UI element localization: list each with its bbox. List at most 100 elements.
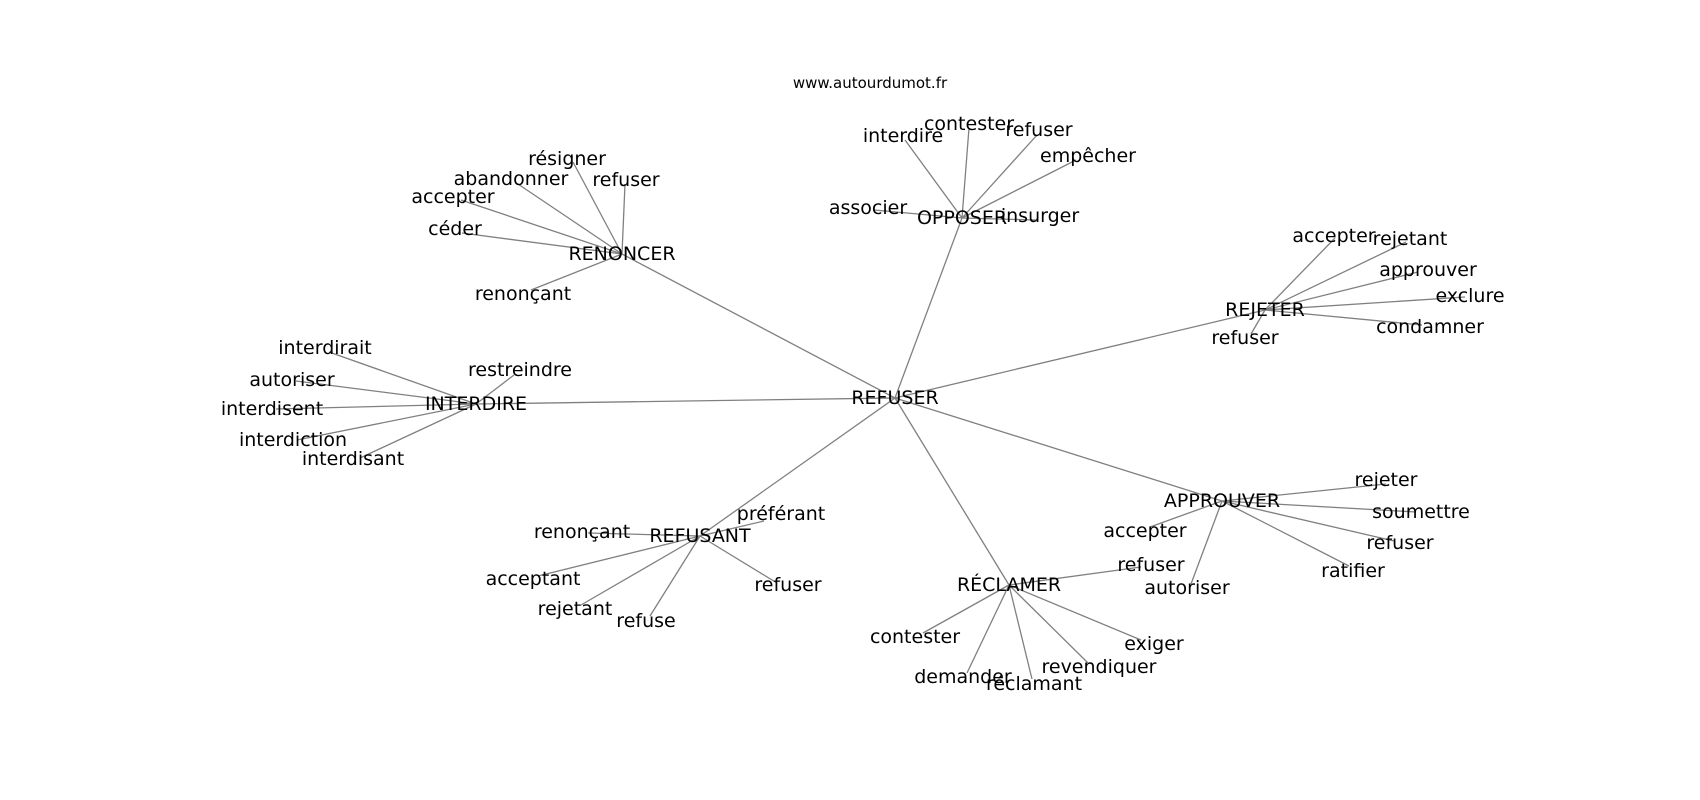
edge-hub-leaf <box>649 535 701 617</box>
leaf-node[interactable]: refuser <box>1211 327 1278 349</box>
leaf-node[interactable]: acceptant <box>486 568 581 590</box>
leaf-node[interactable]: interdirait <box>278 337 371 359</box>
leaf-node[interactable]: demander <box>914 666 1012 688</box>
edge-hub-leaf <box>1008 584 1142 641</box>
edge-hub-leaf <box>961 134 1038 219</box>
edge-hub-leaf <box>295 380 477 405</box>
leaf-node[interactable]: interdisent <box>221 398 323 420</box>
hub-node[interactable]: OPPOSER <box>917 207 1007 229</box>
hub-node[interactable]: APPROUVER <box>1164 490 1280 512</box>
leaf-node[interactable]: empêcher <box>1040 145 1136 167</box>
leaf-node[interactable]: approuver <box>1379 259 1477 281</box>
edge-hub-leaf <box>530 253 623 291</box>
edge-hub-leaf <box>922 584 1010 634</box>
edge-hub-leaf <box>1149 500 1223 528</box>
leaf-node[interactable]: interdisant <box>302 448 404 470</box>
edge-hub-leaf <box>1221 500 1417 513</box>
edge-hub-leaf <box>572 161 623 255</box>
leaf-node[interactable]: abandonner <box>454 168 569 190</box>
leaf-node[interactable]: exiger <box>1124 633 1184 655</box>
leaf-node[interactable]: renonçant <box>475 283 571 305</box>
leaf-node[interactable]: restreindre <box>468 359 572 381</box>
site-label: www.autourdumot.fr <box>793 74 948 92</box>
leaf-node[interactable]: revendiquer <box>1041 656 1156 678</box>
edge-hub-leaf <box>1264 241 1407 311</box>
leaf-node[interactable]: exclure <box>1435 285 1504 307</box>
leaf-node[interactable]: interdire <box>863 125 943 147</box>
edge-center-hub <box>621 253 896 399</box>
leaf-node[interactable]: rejetant <box>538 598 613 620</box>
edge-hub-leaf <box>904 139 963 219</box>
edge-hub-leaf <box>699 535 778 584</box>
leaf-node[interactable]: rejeter <box>1354 469 1417 491</box>
hub-node[interactable]: RENONCER <box>568 243 675 265</box>
leaf-node[interactable]: céder <box>428 218 482 240</box>
edge-hub-leaf <box>587 532 701 537</box>
hub-node[interactable]: RÉCLAMER <box>957 573 1061 596</box>
hub-node[interactable]: REFUSANT <box>649 525 751 547</box>
edge-hub-leaf <box>1190 500 1223 585</box>
edge-hub-leaf <box>961 127 970 219</box>
edge-hub-leaf <box>359 403 477 459</box>
leaf-node[interactable]: ratifier <box>1321 560 1385 582</box>
labels-layer: www.autourdumot.fr REFUSER OPPOSER interdi… <box>221 74 1505 695</box>
edge-center-hub <box>894 397 1223 502</box>
leaf-node[interactable]: accepter <box>1292 225 1375 247</box>
edge-hub-leaf <box>961 217 1037 221</box>
leaf-node[interactable]: soumettre <box>1372 501 1470 523</box>
edge-center-hub <box>699 397 896 537</box>
leaf-node[interactable]: refuser <box>1117 554 1184 576</box>
leaf-node[interactable]: renonçant <box>534 521 630 543</box>
edge-hub-leaf <box>1264 296 1466 311</box>
edge-hub-leaf <box>1008 584 1033 680</box>
edge-hub-leaf <box>966 584 1010 674</box>
edge-hub-leaf <box>621 183 626 255</box>
edge-hub-leaf <box>275 403 477 410</box>
edge-hub-leaf <box>514 181 623 255</box>
leaf-node[interactable]: refuse <box>616 610 675 632</box>
edges-layer <box>275 127 1466 680</box>
edge-hub-leaf <box>580 535 701 606</box>
edge-hub-leaf <box>1221 483 1387 502</box>
edge-hub-leaf <box>873 209 963 219</box>
center-node[interactable]: REFUSER <box>851 387 938 409</box>
leaf-node[interactable]: rejetant <box>1373 228 1448 250</box>
leaf-node[interactable]: accepter <box>1103 520 1186 542</box>
edge-hub-leaf <box>296 403 477 441</box>
leaf-node[interactable]: réclamant <box>986 673 1082 695</box>
edge-hub-leaf <box>328 351 477 405</box>
leaf-node[interactable]: condamner <box>1376 316 1484 338</box>
leaf-node[interactable]: résigner <box>528 148 606 170</box>
leaf-node[interactable]: refuser <box>1005 119 1072 141</box>
leaf-node[interactable]: interdiction <box>239 429 347 451</box>
edge-hub-leaf <box>699 520 765 537</box>
hub-node[interactable]: REJETER <box>1225 299 1305 321</box>
leaf-node[interactable]: autoriser <box>1144 577 1229 599</box>
edge-hub-leaf <box>1264 237 1336 311</box>
leaf-node[interactable]: contester <box>870 626 960 648</box>
leaf-node[interactable]: insurger <box>1001 205 1079 227</box>
edge-center-hub <box>894 309 1266 399</box>
edge-hub-leaf <box>1250 309 1266 335</box>
edge-center-hub <box>894 217 963 399</box>
edge-hub-leaf <box>1221 500 1395 542</box>
leaf-node[interactable]: autoriser <box>249 369 334 391</box>
leaf-node[interactable]: associer <box>829 197 907 219</box>
leaf-node[interactable]: accepter <box>411 186 494 208</box>
leaf-node[interactable]: refuser <box>592 169 659 191</box>
edge-hub-leaf <box>1264 271 1419 311</box>
leaf-node[interactable]: refuser <box>754 574 821 596</box>
edge-hub-leaf <box>1264 309 1423 326</box>
hub-node[interactable]: INTERDIRE <box>425 393 527 415</box>
leaf-node[interactable]: contester <box>924 113 1014 135</box>
leaf-node[interactable]: refuser <box>1366 532 1433 554</box>
edge-hub-leaf <box>961 159 1077 219</box>
edge-center-hub <box>894 397 1010 586</box>
edge-hub-leaf <box>1008 584 1089 664</box>
edge-center-hub <box>475 397 896 405</box>
edge-hub-leaf <box>1221 500 1350 567</box>
leaf-node[interactable]: préférant <box>737 503 825 525</box>
edge-hub-leaf <box>537 535 701 577</box>
